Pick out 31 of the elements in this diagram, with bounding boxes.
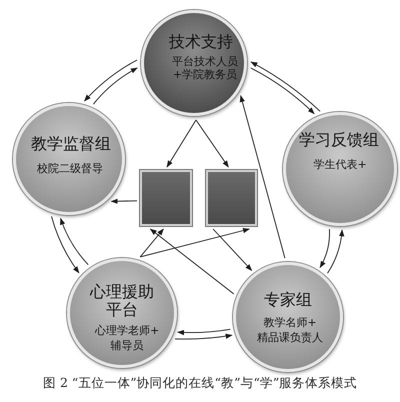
arrow <box>250 62 321 112</box>
arrow <box>51 216 80 274</box>
node-title: 专家组 <box>264 291 312 309</box>
node-text: 平台技术人员+学院教务员 <box>172 55 238 81</box>
node-text: 心理学老师+辅导员 <box>95 323 160 353</box>
node-title: 学习反馈组 <box>299 131 379 149</box>
arrow <box>140 228 250 258</box>
arrow <box>166 120 196 168</box>
arrow <box>212 228 252 271</box>
figure-caption: 图 2 “五位一体”协同化的在线“教”与“学”服务体系模式 <box>43 375 358 392</box>
arrow <box>92 68 138 105</box>
node-title: 技术支持 <box>169 33 233 51</box>
arrow <box>140 228 164 258</box>
arrow <box>327 229 344 274</box>
node-title: 教学监督组 <box>31 135 111 153</box>
box <box>206 170 257 226</box>
arrow <box>177 328 231 336</box>
node-text: 学生代表+ <box>314 158 367 171</box>
arrow <box>250 68 315 114</box>
arrow <box>240 95 286 259</box>
arrow <box>174 334 233 340</box>
arrow <box>196 120 229 168</box>
arrow <box>320 228 330 268</box>
node-text: 教学名师+精品课负责人 <box>257 315 323 345</box>
node-title: 心理援助平台 <box>90 283 154 319</box>
arrow <box>150 228 234 294</box>
arrow <box>84 60 138 102</box>
node-text: 校院二级督导 <box>37 162 103 175</box>
arrow <box>60 218 89 266</box>
arrow <box>110 198 138 204</box>
box <box>140 170 192 226</box>
